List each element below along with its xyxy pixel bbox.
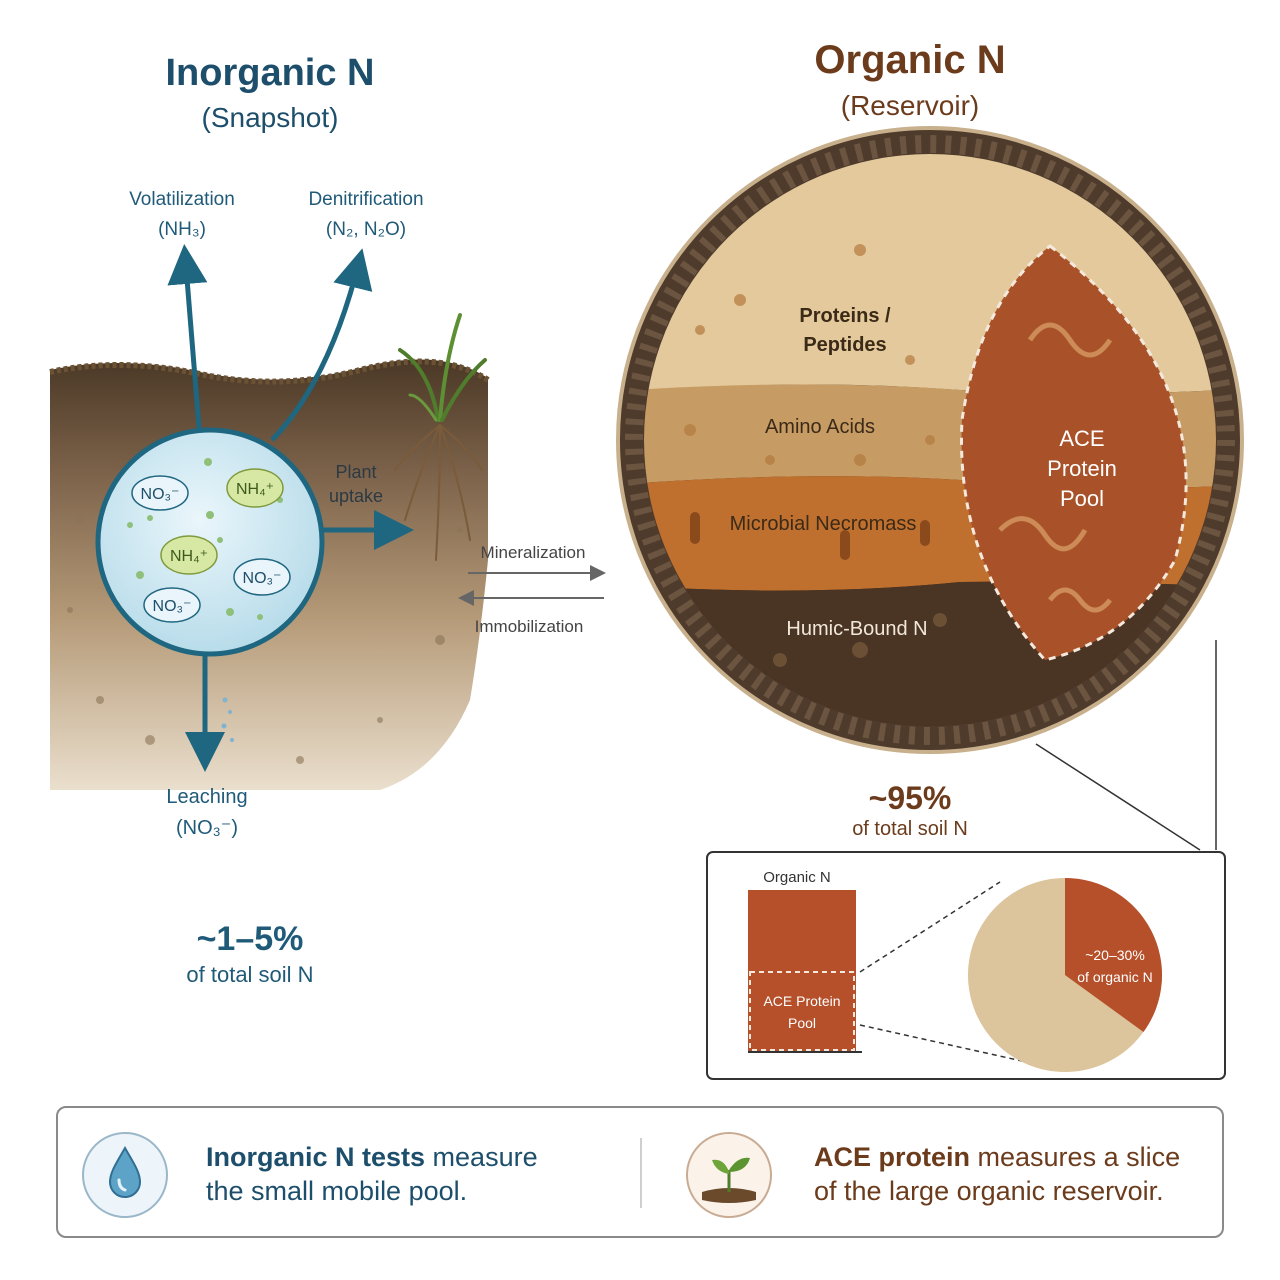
inorganic-title: Inorganic N — [165, 52, 375, 94]
leaching-formula: (NO₃⁻) — [176, 817, 238, 839]
organic-reservoir-circle — [616, 126, 1244, 754]
ace-label: Protein — [1047, 456, 1117, 481]
inorganic-subtitle: (Snapshot) — [201, 102, 339, 133]
volatilization-formula: (NH₃) — [158, 219, 206, 240]
ion-label: NO₃⁻ — [153, 598, 192, 615]
inorganic-percent: ~1–5% — [196, 920, 304, 958]
seedling-icon — [686, 1132, 772, 1218]
banner-right-text: measures a slice — [970, 1142, 1181, 1172]
denitrification-formula: (N₂, N₂O) — [326, 219, 406, 240]
pool-bubbles — [127, 458, 283, 620]
amino-acids-label: Amino Acids — [765, 416, 875, 438]
organic-percent: ~95% — [868, 780, 952, 816]
inorganic-percent-caption: of total soil N — [186, 962, 314, 987]
leaching-label: Leaching — [166, 786, 247, 808]
plant-uptake-label: uptake — [329, 486, 383, 506]
denitrification-arrow — [270, 248, 373, 442]
banner-right-message: ACE protein measures a slice of the larg… — [814, 1140, 1214, 1208]
banner-left-text: measure — [425, 1142, 538, 1172]
inset-leader — [859, 1024, 1041, 1066]
organic-n-bar — [748, 890, 856, 1052]
microbial-necromass-label: Microbial Necromass — [730, 513, 917, 535]
banner-left-text: the small mobile pool. — [206, 1176, 468, 1206]
ion-label: NH₄⁺ — [170, 548, 208, 565]
banner-divider — [640, 1138, 642, 1208]
ion-bubbles — [131, 468, 291, 623]
ion-label: NO₃⁻ — [243, 570, 282, 587]
pie-ace-slice — [1065, 878, 1162, 1033]
humic-bound-label: Humic-Bound N — [786, 618, 927, 640]
inset-bar-label: Organic N — [763, 869, 831, 886]
proteins-label: Peptides — [803, 334, 886, 356]
water-drop-icon — [82, 1132, 168, 1218]
leaching-droplets — [221, 697, 234, 742]
plant-icon — [394, 313, 487, 561]
proteins-label: Proteins / — [799, 305, 891, 327]
banner-right-text: of the large organic reservoir. — [814, 1176, 1164, 1206]
immobilization-label: Immobilization — [475, 617, 584, 636]
plant-uptake-label: Plant — [335, 462, 376, 482]
inset-leader — [859, 881, 1001, 973]
ace-label: Pool — [1060, 486, 1104, 511]
volatilization-arrow — [167, 244, 208, 441]
ion-label: NO₃⁻ — [141, 486, 180, 503]
ace-pool-lens — [960, 244, 1188, 662]
ion-label: NH₄⁺ — [236, 481, 274, 498]
summary-banner: Inorganic N tests measure the small mobi… — [56, 1106, 1224, 1238]
organic-title: Organic N — [814, 38, 1006, 82]
callout-leader — [1035, 743, 1201, 851]
pie-label: of organic N — [1077, 969, 1152, 985]
organic-subtitle: (Reservoir) — [840, 90, 980, 121]
denitrification-label: Denitrification — [308, 189, 423, 210]
mineralization-label: Mineralization — [481, 543, 586, 562]
banner-right-bold: ACE protein — [814, 1142, 971, 1172]
banner-left-bold: Inorganic N tests — [206, 1142, 426, 1172]
banner-left-message: Inorganic N tests measure the small mobi… — [206, 1140, 626, 1208]
ace-label: ACE — [1059, 426, 1104, 451]
organic-percent-caption: of total soil N — [852, 818, 968, 840]
ace-pool-bar-segment — [749, 971, 855, 1051]
inset-pool-label: ACE Protein — [763, 993, 840, 1009]
volatilization-label: Volatilization — [129, 189, 235, 210]
pie-label: ~20–30% — [1085, 947, 1145, 963]
inset-pool-label: Pool — [788, 1015, 816, 1031]
